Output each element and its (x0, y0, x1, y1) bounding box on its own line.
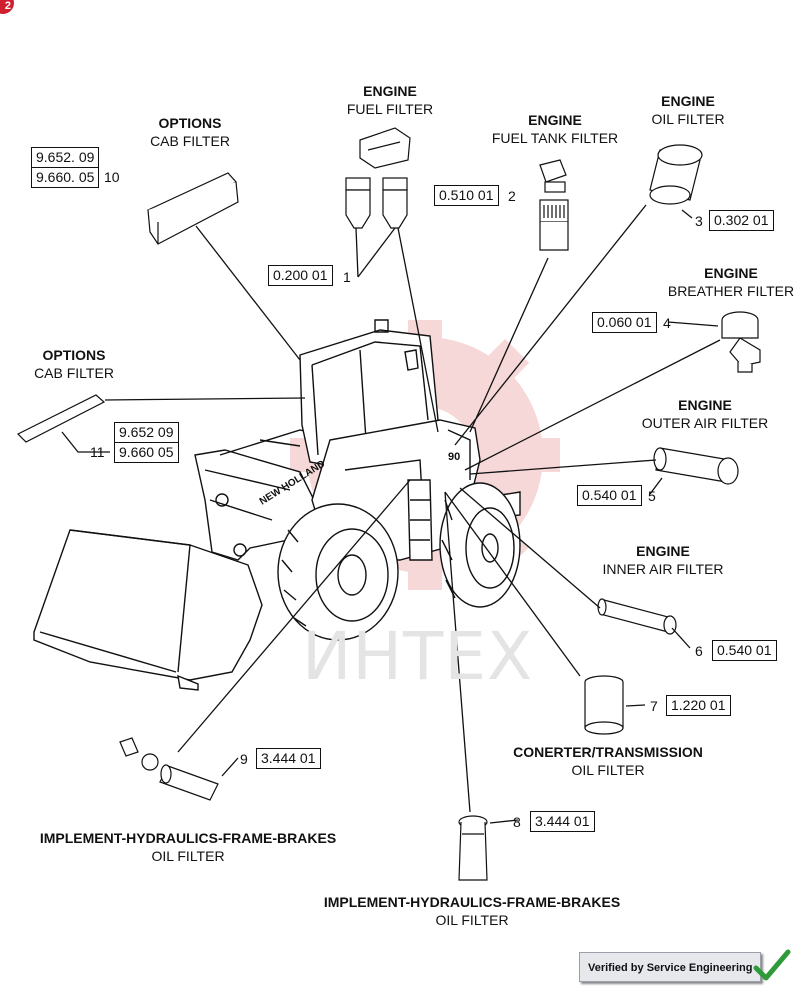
callout-6-ref: 0.540 01 (712, 640, 777, 661)
callout-8-ref: 3.444 01 (530, 811, 595, 832)
callout-9-number: 9 (240, 751, 248, 767)
callout-7-ref: 1.220 01 (666, 695, 731, 716)
verified-stamp: Verified by Service Engineering (579, 952, 761, 982)
checkmark-icon (753, 949, 791, 981)
cab-filter-11-icon (16, 394, 106, 443)
hydraulic-filter-9-icon (119, 737, 219, 801)
inner-air-filter-6-icon (597, 598, 677, 635)
callout-1-ref: 0.200 01 (268, 265, 333, 286)
callout-7-number: 7 (650, 698, 658, 714)
front-wheel-shape (277, 503, 399, 641)
cab-filter-10-icon (147, 172, 239, 245)
page-badge: 2 (0, 0, 14, 14)
fuel-tank-filter-2-icon (539, 159, 569, 251)
rear-wheel-shape (439, 482, 521, 608)
callout-4-number: 4 (663, 315, 671, 331)
fuel-filter-1-icon (345, 127, 411, 229)
callout-3-ref: 0.302 01 (709, 210, 774, 231)
breather-filter-4-icon (721, 311, 761, 373)
hydraulic-filter-8-icon (458, 815, 488, 881)
watermark-text: ИНТЕХ (302, 618, 534, 695)
callout-5-ref: 0.540 01 (577, 485, 642, 506)
callout-1-number: 1 (343, 269, 351, 285)
model-text: 90 (448, 451, 460, 463)
callout-2-number: 2 (508, 188, 516, 204)
callout-8-number: 8 (513, 814, 521, 830)
callout-11-number: 11 (90, 444, 105, 460)
callout-3-number: 3 (695, 213, 703, 229)
callout-5-number: 5 (648, 488, 656, 504)
steps-shape (407, 479, 433, 561)
callout-9-ref: 3.444 01 (256, 748, 321, 769)
callout-6-number: 6 (695, 643, 703, 659)
transmission-oil-filter-7-icon (584, 675, 624, 735)
outer-air-filter-5-icon (653, 447, 739, 485)
callout-4-ref: 0.060 01 (592, 312, 657, 333)
leader-lines (61, 204, 721, 824)
oil-filter-3-icon (649, 144, 703, 205)
callout-10-number: 10 (104, 169, 120, 185)
bucket-shape (33, 529, 263, 691)
callout-2-ref: 0.510 01 (434, 185, 499, 206)
